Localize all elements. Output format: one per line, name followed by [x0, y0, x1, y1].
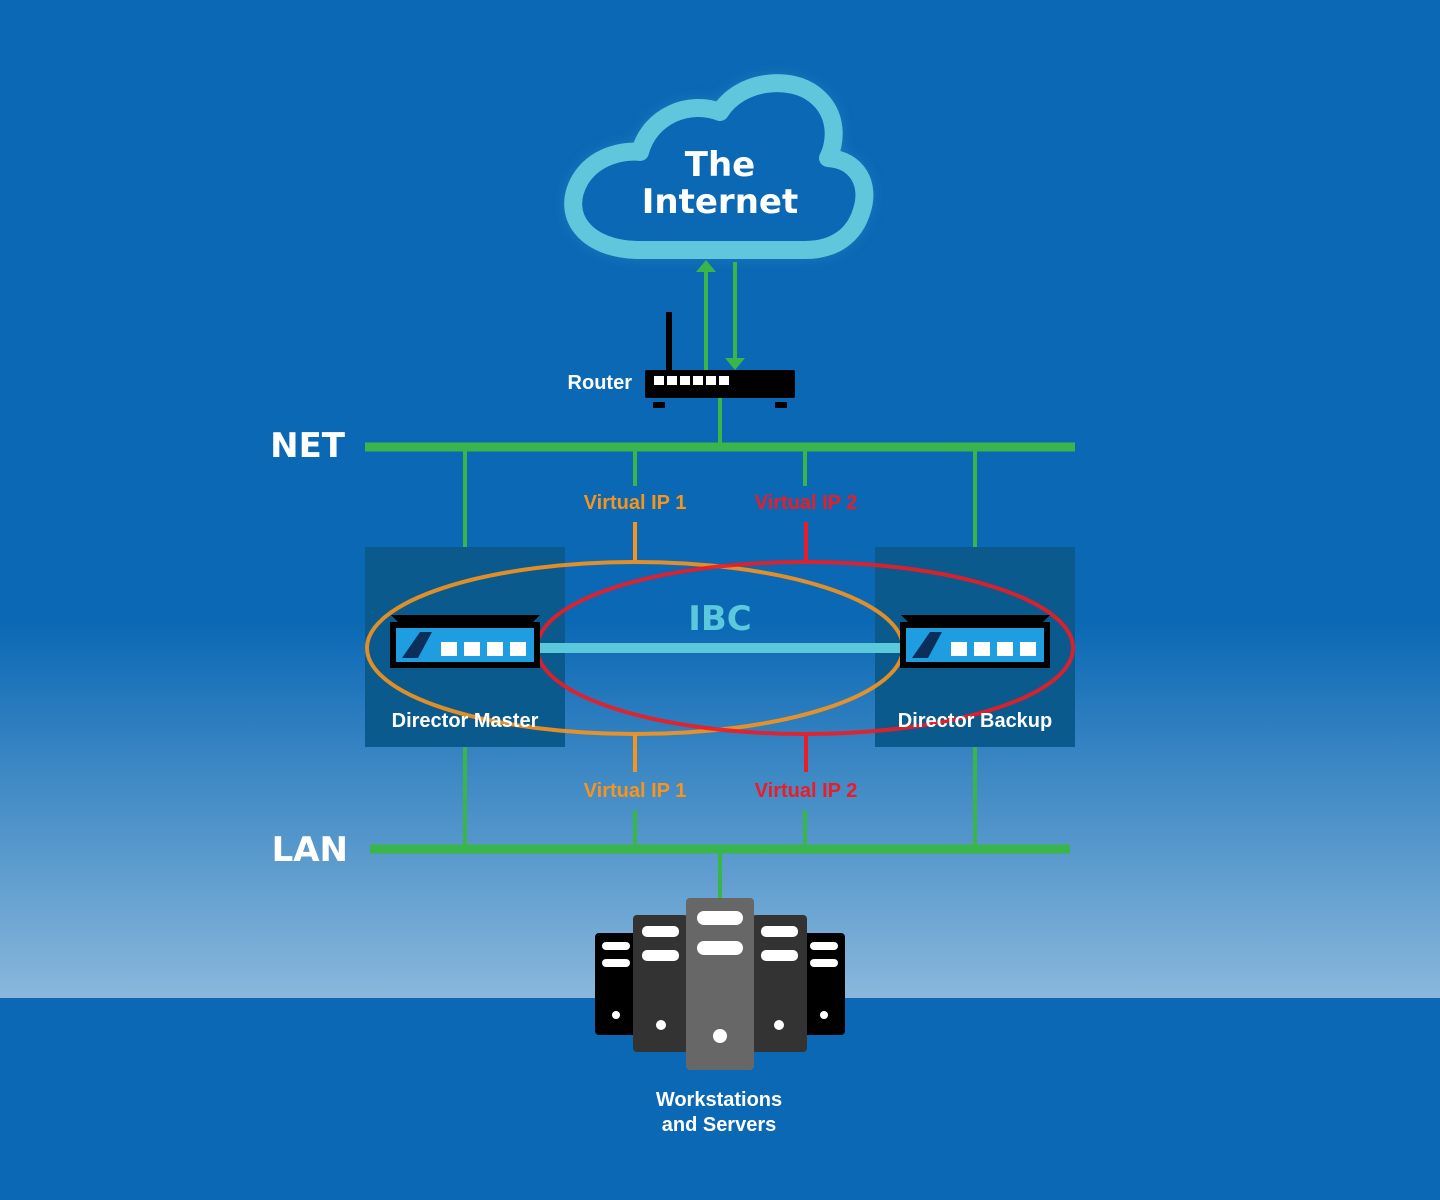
cloud-title-line2: Internet	[642, 182, 798, 222]
workstations-label-line2: and Servers	[662, 1114, 777, 1136]
internet-cloud-icon	[564, 74, 874, 259]
server-rack-icon	[595, 898, 845, 1070]
router-label: Router	[568, 372, 633, 394]
director-backup-device-icon	[900, 615, 1050, 668]
director-master-device-icon	[390, 615, 540, 668]
cloud-title-line1: The	[685, 145, 755, 185]
vip2-top-label: Virtual IP 2	[755, 492, 858, 514]
ibc-label: IBC	[688, 599, 752, 639]
uplink-arrows	[696, 260, 745, 372]
vip2-bottom-label: Virtual IP 2	[755, 780, 858, 802]
vip1-top-label: Virtual IP 1	[584, 492, 687, 514]
director-master-label: Director Master	[392, 710, 539, 732]
director-backup-label: Director Backup	[898, 710, 1053, 732]
workstations-label-line1: Workstations	[656, 1089, 782, 1111]
router-icon	[645, 312, 795, 408]
net-label: NET	[270, 426, 346, 466]
lan-label: LAN	[272, 830, 348, 870]
vip1-bottom-label: Virtual IP 1	[584, 780, 687, 802]
